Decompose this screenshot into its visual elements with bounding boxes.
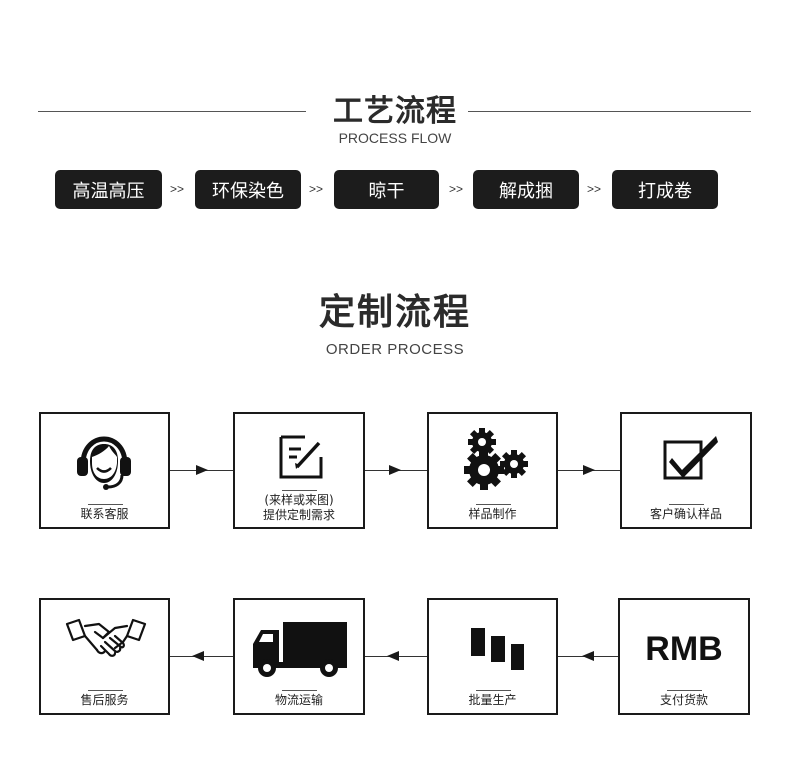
step-separator: >>	[587, 182, 602, 196]
process-step-4: 解成捆	[473, 170, 579, 209]
order-step-after-sales: 售后服务	[39, 598, 170, 715]
order-step-mass-production: 批量生产	[427, 598, 558, 715]
order-step-requirements: (来样或来图) 提供定制需求	[233, 412, 365, 529]
order-step-confirm: 客户确认样品	[620, 412, 752, 529]
order-process-subtitle: ORDER PROCESS	[325, 341, 465, 358]
process-step-5: 打成卷	[612, 170, 718, 209]
arrow-left-icon	[387, 651, 399, 661]
label-dash	[476, 690, 511, 691]
order-step-label-line2: 提供定制需求	[262, 508, 335, 522]
label-dash	[282, 690, 317, 691]
order-step-label: 售后服务	[80, 693, 129, 707]
arrow-left-icon	[582, 651, 594, 661]
order-step-sample: 样品制作	[427, 412, 558, 529]
order-step-logistics: 物流运输	[233, 598, 365, 715]
order-step-label: 联系客服	[80, 507, 129, 521]
process-flow-title: 工艺流程	[333, 94, 457, 129]
step-separator: >>	[170, 182, 185, 196]
label-dash	[282, 490, 317, 491]
label-dash	[88, 690, 123, 691]
pen-edit-icon	[279, 435, 323, 479]
order-step-label: 物流运输	[274, 693, 323, 707]
order-step-label: 批量生产	[468, 693, 517, 707]
step-separator: >>	[449, 182, 464, 196]
order-step-label: 样品制作	[468, 507, 517, 521]
order-step-label-line1: (来样或来图)	[264, 493, 334, 507]
order-step-contact: 联系客服	[39, 412, 170, 529]
truck-icon	[253, 622, 347, 677]
label-dash	[476, 504, 511, 505]
process-flow-subtitle: PROCESS FLOW	[338, 130, 452, 146]
process-step-3: 晾干	[334, 170, 439, 209]
arrow-right-icon	[389, 465, 401, 475]
order-process-title: 定制流程	[318, 292, 471, 333]
bar-blocks-icon	[471, 628, 524, 670]
arrow-right-icon	[583, 465, 595, 475]
arrow-left-icon	[192, 651, 204, 661]
arrow-right-icon	[196, 465, 208, 475]
step-separator: >>	[309, 182, 324, 196]
process-step-1: 高温高压	[55, 170, 162, 209]
checkbox-check-icon	[663, 436, 718, 480]
order-step-label: 支付货款	[659, 693, 708, 707]
left-divider-line	[38, 111, 306, 112]
process-step-2: 环保染色	[195, 170, 301, 209]
label-dash	[88, 504, 123, 505]
order-step-label: 客户确认样品	[649, 507, 722, 521]
label-dash	[667, 690, 702, 691]
rmb-text-icon: RMB	[645, 630, 723, 668]
gears-icon	[464, 428, 528, 490]
headset-agent-icon	[77, 436, 131, 490]
handshake-icon	[65, 618, 147, 657]
order-step-payment: RMB 支付货款	[618, 598, 750, 715]
right-divider-line	[468, 111, 751, 112]
label-dash	[669, 504, 704, 505]
